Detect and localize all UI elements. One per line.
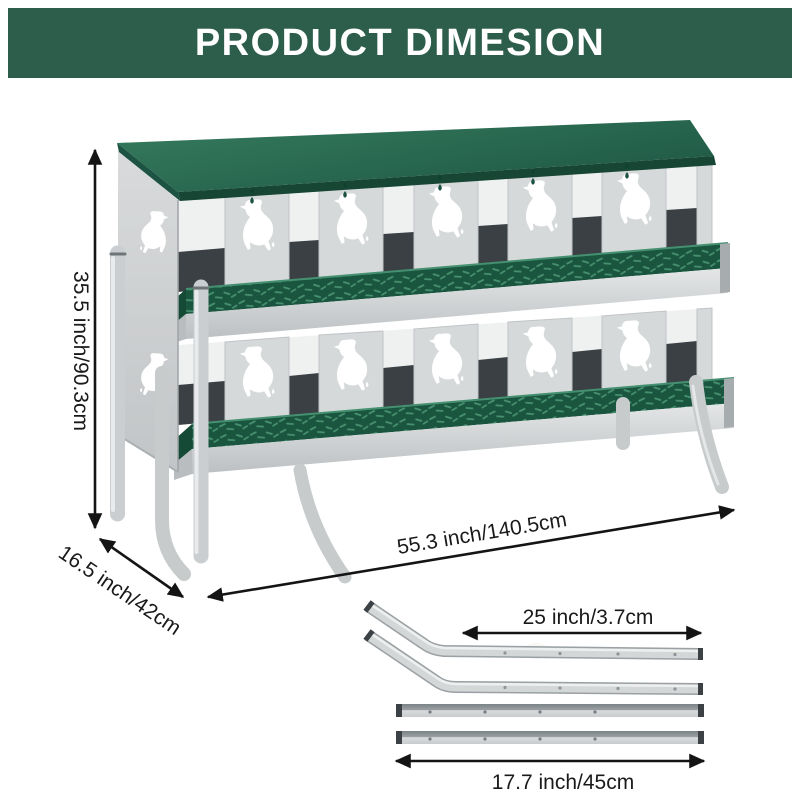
perch-rails (363, 600, 704, 744)
roof-screws-and-drips (250, 164, 629, 204)
width-dimension: 55.3 inch/140.5cm (206, 505, 736, 602)
tray-end-cap (720, 243, 730, 293)
width-dimension-arrow (206, 505, 736, 602)
perch-rail-length-label: 17.7 inch/45cm (492, 771, 634, 794)
tray-edge-highlight (191, 377, 735, 425)
bent-perch-rail (363, 600, 703, 660)
rivets (428, 710, 597, 714)
tier-2-egg-tray (174, 377, 735, 480)
tier-1-nests (178, 158, 713, 292)
tray-end-cap (724, 378, 734, 428)
tier-1-dividers (224, 158, 713, 289)
page-title: PRODUCT DIMESION (194, 21, 606, 64)
rivets (428, 737, 597, 741)
tray-front-rail (192, 403, 734, 474)
roof-top (117, 120, 714, 192)
roof-front-lip (178, 156, 716, 201)
tier-1-egg-tray (168, 242, 730, 345)
perch-length-label: 25 inch/3.7cm (523, 606, 654, 629)
straight-perch-rail (396, 731, 704, 744)
perch-rail-length-dimension: 17.7 inch/45cm (394, 753, 706, 794)
tray-front-rail (186, 268, 728, 339)
nesting-box-product (109, 120, 735, 659)
rivets (503, 651, 677, 657)
tier-2-interior-shadows (178, 341, 697, 425)
straight-perch-rail (396, 704, 704, 717)
bent-perch-rail (363, 629, 703, 695)
tray-left-lip-rail (174, 449, 192, 480)
height-dimension-label: 35.5 inch/90.3cm (69, 271, 92, 431)
green-roof (117, 120, 716, 204)
tier-2-nests (178, 307, 713, 425)
banner: PRODUCT DIMESION (8, 8, 792, 78)
tray-edge-highlight (185, 242, 729, 290)
roof-left-fold (117, 143, 180, 201)
height-dimension: 35.5 inch/90.3cm (69, 148, 103, 530)
tray-perforations (186, 243, 728, 314)
depth-dimension-arrow (98, 537, 185, 599)
tier-1-interior-shadows (178, 208, 697, 292)
rivets (503, 685, 677, 691)
tray-perforations (192, 378, 734, 449)
support-legs (109, 245, 729, 584)
perch-length-dimension: 25 inch/3.7cm (461, 606, 703, 641)
